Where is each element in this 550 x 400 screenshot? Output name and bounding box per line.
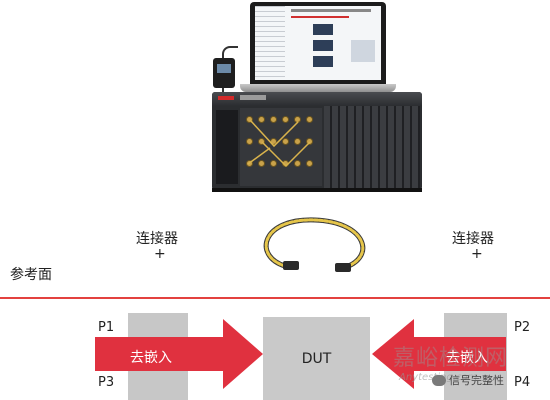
rf-connector <box>294 160 301 167</box>
rf-connector <box>258 160 265 167</box>
software-thumbnail <box>313 24 333 35</box>
rf-connector <box>282 116 289 123</box>
test-cables <box>247 119 311 168</box>
watermark-badge: 信号完整性 <box>432 372 504 388</box>
rf-connector <box>270 160 277 167</box>
port-label-p3: P3 <box>98 375 115 390</box>
port-label-p1: P1 <box>98 320 115 335</box>
software-highlight <box>291 16 349 18</box>
reference-plane-label: 参考面 <box>10 267 52 283</box>
rf-connector <box>282 138 289 145</box>
connector-label-right: 连接器 <box>452 231 494 247</box>
deembed-label-right: 去嵌入 <box>446 350 488 366</box>
rf-connector <box>258 138 265 145</box>
plus-sign-right: + <box>471 246 483 262</box>
software-window <box>255 6 381 80</box>
dut-label: DUT <box>301 350 332 367</box>
wechat-icon <box>432 374 446 386</box>
rf-connector <box>306 160 313 167</box>
port-label-p2: P2 <box>514 320 531 335</box>
rf-connector <box>258 116 265 123</box>
chassis-feet <box>212 188 422 192</box>
probe-display <box>217 64 231 73</box>
connector-label-left: 连接器 <box>136 231 178 247</box>
reference-plane-line <box>0 297 550 299</box>
software-thumbnail <box>313 56 333 67</box>
plus-sign-left: + <box>154 246 166 262</box>
cable-connector <box>283 261 299 270</box>
deembed-arrow-right <box>95 319 263 389</box>
software-tree-panel <box>255 6 285 80</box>
model-badge <box>240 95 266 100</box>
instrument-chassis <box>212 92 422 190</box>
software-title-bar <box>291 9 371 12</box>
usb-probe-device <box>213 58 235 88</box>
controller-module <box>216 110 238 184</box>
watermark-badge-text: 信号完整性 <box>449 374 504 387</box>
port-label-p4: P4 <box>514 375 531 390</box>
cable-connector <box>335 263 351 272</box>
deembed-arrow-left <box>372 319 506 389</box>
rf-connector <box>246 116 253 123</box>
test-cable-image <box>263 217 366 272</box>
software-graphic <box>351 40 375 62</box>
port-modules <box>240 108 322 186</box>
laptop-base <box>240 84 396 92</box>
deembed-label-left: 去嵌入 <box>130 350 172 366</box>
rf-connector <box>294 138 301 145</box>
rf-connector <box>306 116 313 123</box>
software-thumbnail <box>313 40 333 51</box>
rf-connector <box>270 116 277 123</box>
brand-logo <box>218 96 234 100</box>
dut-block: DUT <box>263 317 370 400</box>
laptop-screen <box>250 2 386 84</box>
rf-connector <box>246 138 253 145</box>
watermark-text: 嘉峪检测网 <box>393 346 509 371</box>
empty-module-slots <box>324 106 420 190</box>
